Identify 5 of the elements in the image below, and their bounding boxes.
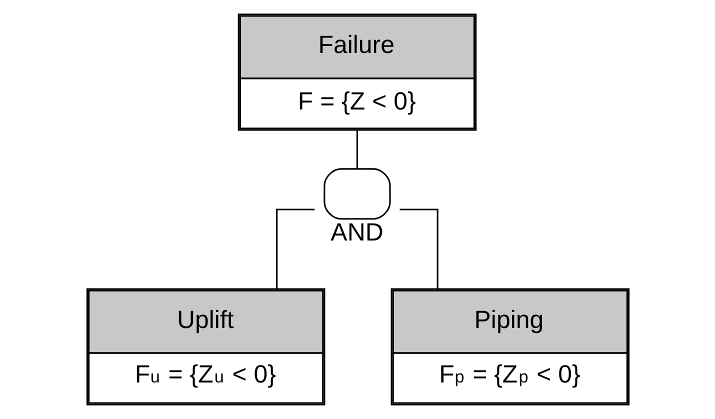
connector bbox=[356, 130, 358, 169]
connector bbox=[276, 208, 314, 289]
node-gate bbox=[323, 168, 390, 220]
node-label: AND bbox=[330, 218, 383, 246]
connector bbox=[399, 208, 438, 289]
